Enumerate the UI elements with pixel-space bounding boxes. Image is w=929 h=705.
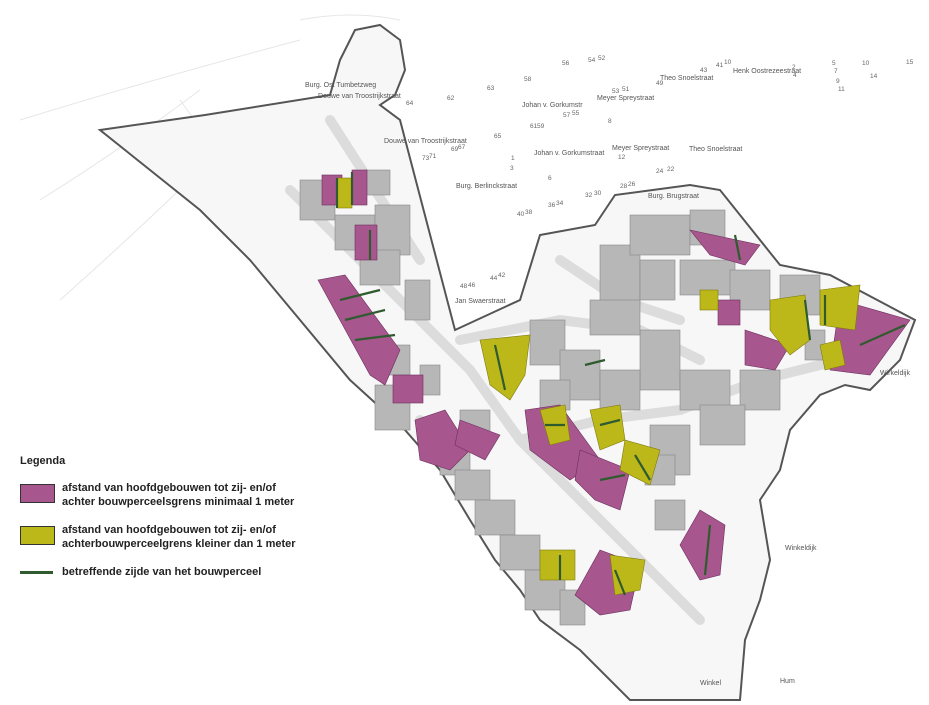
olive-swatch	[20, 526, 55, 545]
street-label: Johan v. Gorkumstraat	[534, 150, 605, 157]
street-label: Douwe van Troostrijkstraat	[384, 138, 467, 145]
legend-item-label: afstand van hoofdgebouwen tot zij- en/of	[62, 482, 276, 494]
house-number: 9	[836, 78, 840, 85]
house-number: 26	[628, 181, 636, 188]
house-number: 38	[525, 209, 533, 216]
house-number: 64	[406, 100, 414, 107]
house-number: 67	[458, 144, 466, 151]
house-number: 49	[656, 80, 664, 87]
house-number: 41	[716, 62, 724, 69]
legend-title: Legenda	[20, 455, 66, 467]
house-number: 71	[429, 153, 437, 160]
legend-item-edge-line: betreffende zijde van het bouwperceel	[20, 565, 340, 579]
house-number: 24	[656, 168, 664, 175]
street-label: Burg. Brugstraat	[648, 193, 699, 200]
house-number: 54	[588, 57, 596, 64]
grey-buildings	[299, 169, 826, 626]
house-number: 34	[556, 200, 564, 207]
house-number: 10	[724, 59, 732, 66]
house-number: 6	[548, 175, 552, 182]
house-number: 53	[612, 88, 620, 95]
street-label: Henk Oostrezeestraat	[733, 68, 802, 75]
street-label: Theo Snoelstraat	[689, 146, 743, 153]
magenta-swatch	[20, 484, 55, 503]
house-number: 57	[563, 112, 571, 119]
house-number: 10	[862, 60, 870, 67]
house-number: 65	[494, 133, 502, 140]
street-label: Douwe van Troostrijkstraat	[318, 93, 401, 100]
house-number: 15	[906, 59, 914, 66]
house-number: 7	[834, 68, 838, 75]
street-label: Meyer Spreystraat	[597, 95, 655, 102]
olive-plots	[336, 177, 861, 596]
house-number: 30	[594, 190, 602, 197]
legend-item-magenta: afstand van hoofdgebouwen tot zij- en/of…	[20, 481, 340, 509]
house-number: 32	[585, 192, 593, 199]
house-number: 51	[622, 86, 630, 93]
house-number: 56	[562, 60, 570, 67]
house-number: 69	[451, 146, 459, 153]
house-number: 14	[870, 73, 878, 80]
house-number: 48	[460, 283, 468, 290]
house-number: 61	[530, 123, 538, 130]
street-label: Wirkeldijk	[880, 370, 910, 377]
street-label: Theo Snoelstraat	[660, 75, 714, 82]
street-label: Meyer Spreystraat	[612, 145, 670, 152]
house-number: 36	[548, 202, 556, 209]
house-number: 59	[537, 123, 545, 130]
house-number: 40	[517, 211, 525, 218]
house-number: 4	[793, 72, 797, 79]
house-number: 3	[510, 165, 514, 172]
house-number: 11	[838, 86, 845, 93]
street-label: Johan v. Gorkumstr	[522, 102, 583, 109]
legend-item-label: achterbouwperceelgrens kleiner dan 1 met…	[62, 538, 296, 550]
house-number: 52	[598, 55, 606, 62]
street-label: Burg. Berlinckstraat	[456, 183, 518, 190]
house-number: 44	[490, 275, 498, 282]
house-number: 62	[447, 95, 455, 102]
legend-item-olive: afstand van hoofdgebouwen tot zij- en/of…	[20, 523, 340, 551]
house-number: 63	[487, 85, 495, 92]
house-number: 43	[700, 67, 708, 74]
house-number: 5	[832, 60, 836, 67]
house-number: 58	[524, 76, 532, 83]
street-label: Winkeldijk	[785, 545, 817, 552]
house-number: 28	[620, 183, 628, 190]
legend-item-label: afstand van hoofdgebouwen tot zij- en/of	[62, 524, 276, 536]
edge-line-swatch	[20, 571, 53, 574]
house-number: 1	[511, 155, 515, 162]
street-label: Hum	[780, 678, 795, 685]
house-number: 73	[422, 155, 430, 162]
house-number: 55	[572, 110, 580, 117]
edge-lines	[335, 172, 906, 596]
house-number: 22	[667, 166, 675, 173]
house-number: 2	[792, 64, 796, 71]
legend: Legenda afstand van hoofdgebouwen tot zi…	[20, 455, 340, 593]
street-label: Burg. Ost Tumbetzweg	[305, 82, 377, 89]
magenta-plots	[317, 169, 911, 616]
house-number: 42	[498, 272, 506, 279]
street-label: Winkel	[700, 680, 722, 687]
legend-item-label: betreffende zijde van het bouwperceel	[62, 566, 262, 578]
house-number: 8	[608, 118, 612, 125]
house-number: 46	[468, 282, 476, 289]
legend-item-label: achter bouwperceelsgrens minimaal 1 mete…	[62, 496, 295, 508]
street-label: Jan Swaerstraat	[455, 298, 506, 305]
house-number: 12	[618, 154, 626, 161]
